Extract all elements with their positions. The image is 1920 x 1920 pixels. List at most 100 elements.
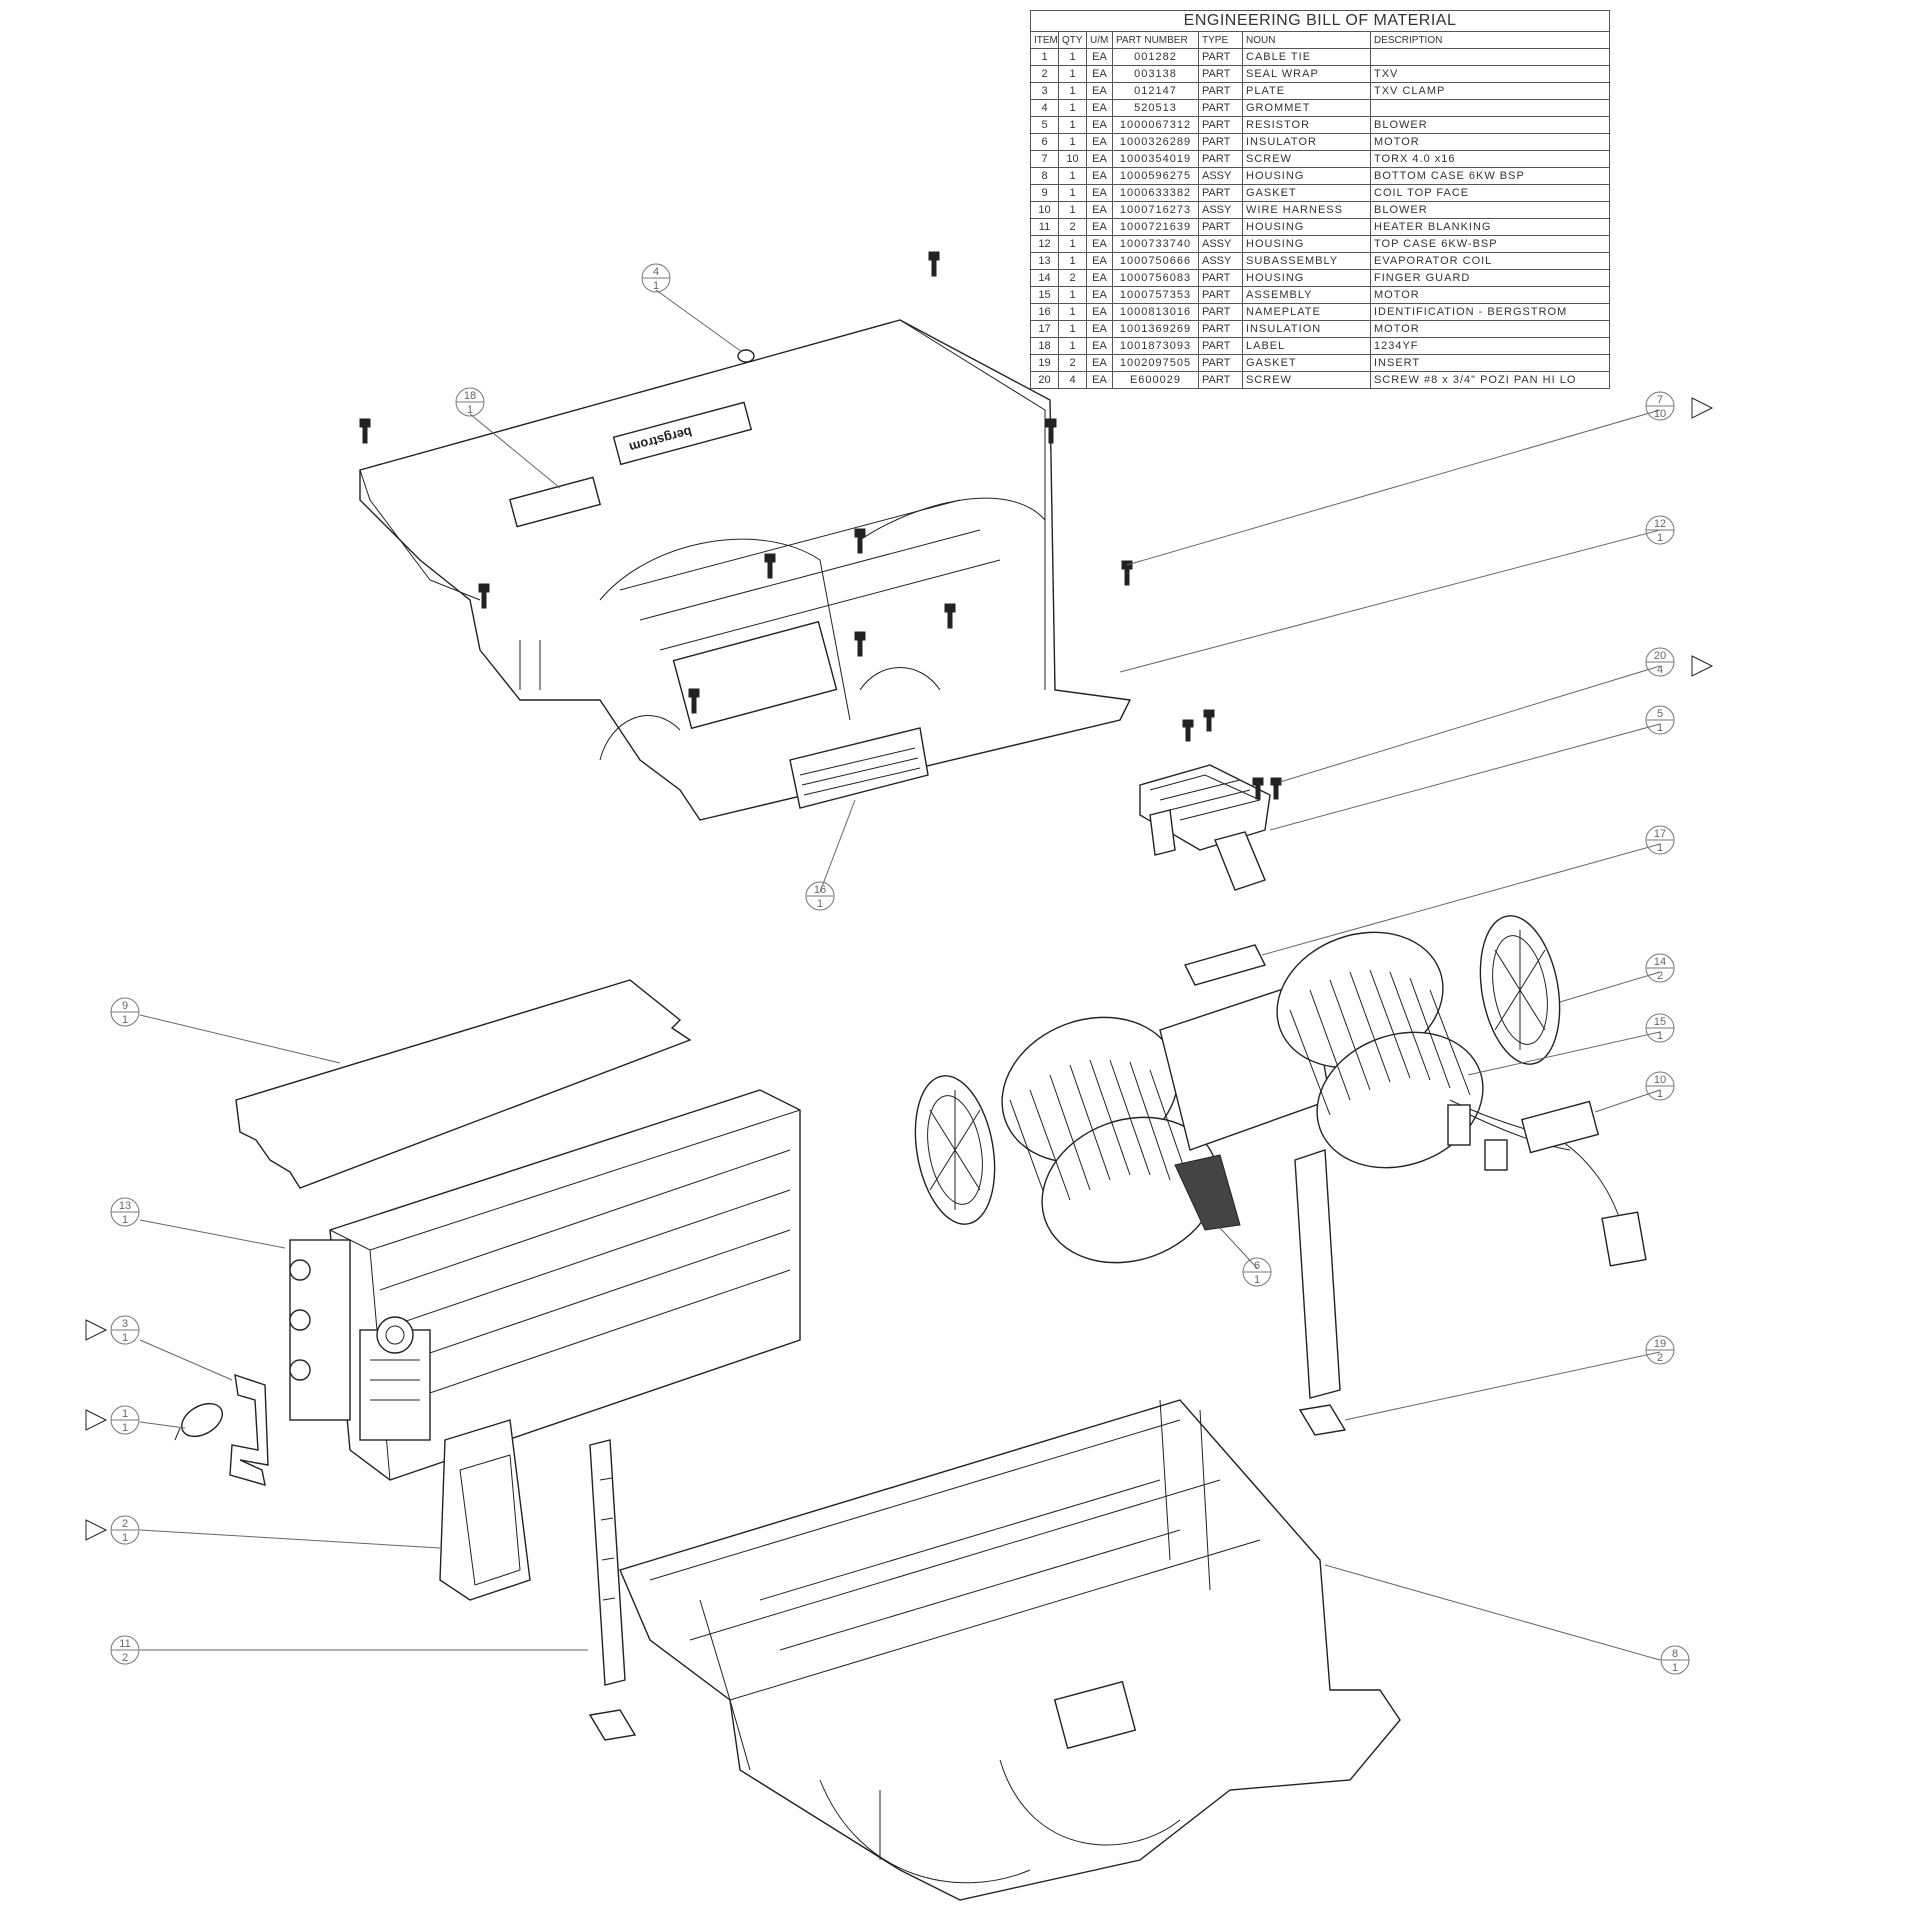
bom-cell-part-number: 1000067312 xyxy=(1112,116,1199,134)
balloon-item-17: 171 xyxy=(1645,825,1675,855)
bom-cell-noun: HOUSING xyxy=(1242,235,1371,253)
identification-nameplate xyxy=(789,727,929,809)
balloon-qty: 1 xyxy=(1657,1030,1663,1042)
bom-cell-item: 12 xyxy=(1030,235,1059,253)
balloon-item-16: 161 xyxy=(805,881,835,911)
balloon-qty: 1 xyxy=(1672,1662,1678,1674)
bom-cell-part-number: 1002097505 xyxy=(1112,354,1199,372)
balloon-qty: 1 xyxy=(122,1332,128,1344)
bom-cell-part-number: 1000354019 xyxy=(1112,150,1199,168)
cable-tie xyxy=(174,1402,223,1441)
bottom-case-housing xyxy=(619,1399,1401,1901)
balloon-item-18: 181 xyxy=(455,387,485,417)
bom-cell-part-number: 1000750666 xyxy=(1112,252,1199,270)
balloon-item-20: 204 xyxy=(1645,647,1675,677)
bom-cell-um: EA xyxy=(1086,218,1113,236)
balloon-qty: 1 xyxy=(1657,532,1663,544)
blower-motor-assembly xyxy=(914,915,1647,1267)
bom-cell-noun: SUBASSEMBLY xyxy=(1242,252,1371,270)
bom-cell-type: ASSY xyxy=(1198,235,1243,253)
balloon-item-number: 12 xyxy=(1654,518,1666,530)
grommet xyxy=(737,349,755,363)
balloon-qty: 1 xyxy=(467,404,473,416)
bom-cell-um: EA xyxy=(1086,286,1113,304)
bom-header-row: ITEM QTY U/M PART NUMBER TYPE NOUN DESCR… xyxy=(1030,31,1610,49)
bom-cell-noun: PLATE xyxy=(1242,82,1371,100)
bom-cell-part-number: 1000633382 xyxy=(1112,184,1199,202)
txv-clamp-plate xyxy=(229,1373,269,1486)
bom-cell-part-number: 1000716273 xyxy=(1112,201,1199,219)
balloon-item-10: 101 xyxy=(1645,1071,1675,1101)
bom-cell-type: ASSY xyxy=(1198,252,1243,270)
balloon-item-3: 31 xyxy=(110,1315,140,1345)
balloon-item-number: 7 xyxy=(1657,394,1663,406)
bom-cell-description: FINGER GUARD xyxy=(1370,269,1610,287)
bom-cell-um: EA xyxy=(1086,252,1113,270)
gasket-insert-right xyxy=(1298,1404,1347,1436)
bom-cell-part-number: 1000756083 xyxy=(1112,269,1199,287)
bom-cell-um: EA xyxy=(1086,371,1113,389)
bom-cell-item: 14 xyxy=(1030,269,1059,287)
balloon-item-number: 4 xyxy=(653,266,659,278)
bom-cell-type: ASSY xyxy=(1198,167,1243,185)
bom-cell-description: TORX 4.0 x16 xyxy=(1370,150,1610,168)
balloon-qty: 1 xyxy=(122,1532,128,1544)
balloon-item-number: 5 xyxy=(1657,708,1663,720)
balloon-item-number: 14 xyxy=(1654,956,1666,968)
balloon-item-number: 11 xyxy=(119,1638,130,1650)
balloon-item-number: 3 xyxy=(122,1318,128,1330)
bom-cell-um: EA xyxy=(1086,48,1113,66)
balloon-item-13: 131 xyxy=(110,1197,140,1227)
coil-top-gasket xyxy=(235,979,692,1189)
balloon-item-number: 10 xyxy=(1654,1074,1666,1086)
motor-insulator xyxy=(1174,1154,1241,1231)
bom-cell-type: PART xyxy=(1198,150,1243,168)
balloon-item-5: 51 xyxy=(1645,705,1675,735)
balloon-item-14: 142 xyxy=(1645,953,1675,983)
balloon-qty: 1 xyxy=(653,280,659,292)
gasket-insert-left xyxy=(588,1709,637,1741)
balloon-item-number: 9 xyxy=(122,1000,128,1012)
balloon-item-6: 61 xyxy=(1242,1257,1272,1287)
bom-cell-description: TOP CASE 6KW-BSP xyxy=(1370,235,1610,253)
bom-cell-type: PART xyxy=(1198,371,1243,389)
balloon-item-number: 16 xyxy=(814,884,826,896)
balloon-qty: 2 xyxy=(122,1652,128,1664)
balloon-item-number: 15 xyxy=(1654,1016,1666,1028)
bom-cell-um: EA xyxy=(1086,303,1113,321)
top-case-housing: bergstrom xyxy=(359,319,1132,821)
balloon-item-8: 81 xyxy=(1660,1645,1690,1675)
flag-marks xyxy=(85,397,1714,1541)
balloon-item-number: 1 xyxy=(122,1408,128,1420)
balloon-item-4: 41 xyxy=(641,263,671,293)
bom-cell-noun: HOUSING xyxy=(1242,167,1371,185)
balloon-item-number: 20 xyxy=(1654,650,1666,662)
balloon-item-1: 11 xyxy=(110,1405,140,1435)
balloon-qty: 1 xyxy=(122,1422,128,1434)
leader-lines xyxy=(139,289,1661,1661)
balloon-item-12: 121 xyxy=(1645,515,1675,545)
balloon-qty: 4 xyxy=(1657,664,1663,676)
heater-blanking xyxy=(589,1149,1341,1686)
balloon-qty: 1 xyxy=(122,1014,128,1026)
balloon-qty: 1 xyxy=(1657,722,1663,734)
balloon-item-9: 91 xyxy=(110,997,140,1027)
balloon-qty: 2 xyxy=(1657,970,1663,982)
balloon-item-number: 2 xyxy=(122,1518,128,1530)
bom-cell-type: PART xyxy=(1198,269,1243,287)
bom-cell-um: EA xyxy=(1086,269,1113,287)
balloon-item-number: 6 xyxy=(1254,1260,1260,1272)
balloon-item-7: 710 xyxy=(1645,391,1675,421)
seal-wrap xyxy=(439,1419,531,1601)
